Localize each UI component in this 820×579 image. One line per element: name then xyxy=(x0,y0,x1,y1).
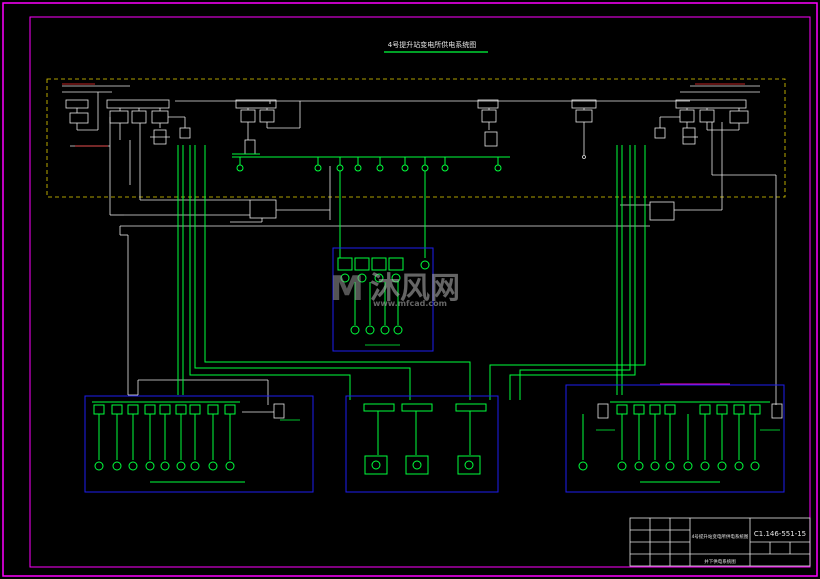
lv-feeders xyxy=(177,145,646,400)
drawing-number: C1.146-551-15 xyxy=(754,530,806,538)
watermark-brand: 沐风网 xyxy=(370,271,460,306)
drawing-title: 4号提升站变电所供电系统图 xyxy=(388,40,476,49)
inner-border xyxy=(29,16,811,568)
watermark: M 沐风网 www.mfcad.com xyxy=(330,269,460,309)
watermark-logo-icon: M xyxy=(330,269,364,309)
center-panel xyxy=(332,247,434,352)
substation-boundary xyxy=(46,78,786,198)
titleblock-subcaption: 井下供电系统图 xyxy=(704,558,736,565)
titleblock-caption: 4号提升站变电所供电系统图 xyxy=(692,533,749,540)
bottom-middle-panel xyxy=(345,395,499,493)
bottom-right-panel xyxy=(565,383,785,493)
bottom-left-panel xyxy=(84,395,314,493)
title-block xyxy=(629,517,811,567)
hv-busbar-section xyxy=(62,85,777,405)
label-markers xyxy=(62,83,745,385)
watermark-url: www.mfcad.com xyxy=(373,299,447,308)
